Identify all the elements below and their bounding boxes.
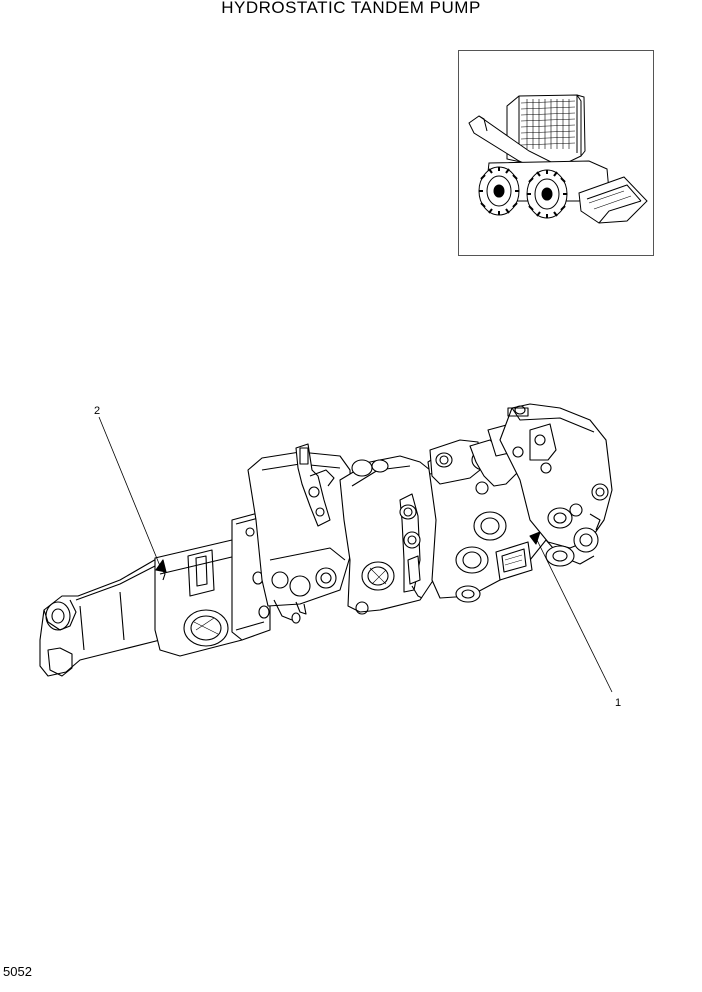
callout-label-2: 2	[94, 405, 101, 417]
page-title: HYDROSTATIC TANDEM PUMP	[221, 0, 481, 17]
hydrostatic-tandem-pump-illustration	[39, 403, 613, 693]
callout-label-1: 1	[615, 697, 622, 709]
machine-thumbnail	[458, 50, 654, 256]
skid-steer-loader-icon	[468, 94, 648, 224]
page-number: 5052	[3, 964, 32, 979]
